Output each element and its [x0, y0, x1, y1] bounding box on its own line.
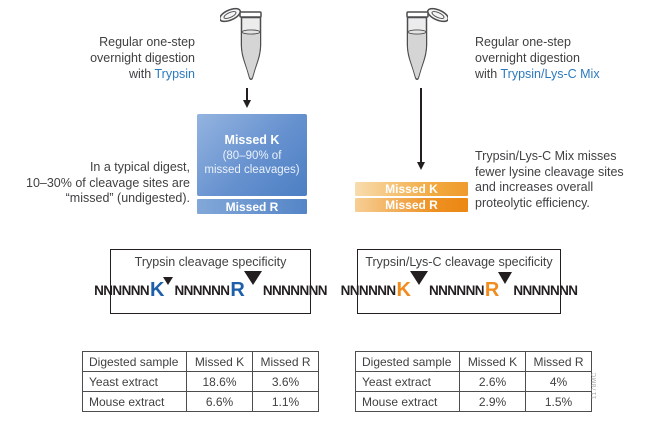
trypsin-specificity-sequence: NNNNNN K NNNNNN R NNNNNNN — [94, 271, 327, 301]
header-missed-k: Missed K — [459, 351, 526, 372]
table-row: Mouse extract 6.6% 1.1% — [82, 391, 319, 412]
table-header-row: Digested sample Missed K Missed R — [355, 351, 592, 372]
table-row: Yeast extract 2.6% 4% — [355, 371, 592, 392]
cell-missed-r: 4% — [525, 371, 592, 392]
sequence-segment: NNNNNN — [94, 283, 150, 298]
left-intro-with: with — [129, 67, 155, 81]
header-missed-r: Missed R — [525, 351, 592, 372]
missed-r-bar-orange: Missed R — [355, 198, 468, 212]
trypsin-results-table: Digested sample Missed K Missed R Yeast … — [82, 351, 319, 412]
trypsin-lysc-results-table: Digested sample Missed K Missed R Yeast … — [355, 351, 592, 412]
cell-missed-k: 18.6% — [186, 371, 253, 392]
trypsin-lysc-specificity-box: Trypsin/Lys-C cleavage specificity NNNNN… — [341, 249, 578, 314]
left-intro-line3: with Trypsin — [15, 66, 195, 82]
cell-missed-r: 1.5% — [525, 391, 592, 412]
arrow-shaft — [420, 88, 422, 162]
header-missed-r: Missed R — [252, 351, 319, 372]
left-enzyme-name: Trypsin — [154, 67, 195, 81]
trypsin-specificity-title: Trypsin cleavage specificity — [134, 255, 287, 269]
cell-sample: Mouse extract — [82, 391, 187, 412]
left-note-line1: In a typical digest, — [89, 160, 190, 174]
microcentrifuge-tube-icon — [218, 5, 268, 85]
figure-code: 1178MC — [591, 372, 598, 400]
sequence-segment: NNNNNN — [428, 283, 485, 298]
left-intro-text: Regular one-step overnight digestion wit… — [15, 34, 195, 82]
cell-sample: Mouse extract — [355, 391, 460, 412]
cleavage-arrow-icon — [409, 271, 428, 285]
right-intro-with: with — [475, 67, 501, 81]
cleavage-arrow-icon — [498, 272, 513, 284]
left-intro-line1: Regular one-step — [99, 35, 195, 49]
missed-k-title: Missed K — [224, 133, 280, 147]
arrow-head — [243, 100, 251, 108]
right-enzyme-name: Trypsin/Lys-C Mix — [500, 67, 600, 81]
lysine-residue: K — [396, 279, 411, 301]
sequence-segment: NNNNNNN — [262, 283, 328, 298]
cell-missed-r: 1.1% — [252, 391, 319, 412]
microcentrifuge-tube-icon — [400, 5, 450, 85]
missed-r-bar-blue: Missed R — [197, 199, 307, 214]
left-note-line2: 10–30% of cleavage sites are — [26, 175, 190, 190]
left-note-text: In a typical digest, 10–30% of cleavage … — [15, 160, 190, 207]
right-intro-line2: overnight digestion — [475, 51, 580, 65]
cell-sample: Yeast extract — [355, 371, 460, 392]
missed-k-bar-orange: Missed K — [355, 182, 468, 196]
arrow-head — [417, 162, 425, 170]
header-digested-sample: Digested sample — [355, 351, 460, 372]
left-note-line3: “missed” (undigested). — [65, 191, 190, 205]
sequence-segment: NNNNNN — [174, 283, 230, 298]
missed-k-box-blue: Missed K (80–90% of missed cleavages) — [197, 114, 307, 196]
sequence-segment: NNNNNN — [340, 283, 397, 298]
cell-sample: Yeast extract — [82, 371, 187, 392]
sequence-segment: NNNNNNN — [513, 283, 578, 298]
arginine-residue: R — [484, 279, 500, 301]
right-note-line2: fewer lysine cleavage sites — [475, 164, 624, 179]
right-intro-line3: with Trypsin/Lys-C Mix — [475, 66, 645, 82]
missed-k-subtitle-line1: (80–90% of — [222, 150, 282, 162]
cleavage-arrow-icon — [243, 271, 262, 285]
left-intro-line2: overnight digestion — [90, 51, 195, 65]
table-row: Mouse extract 2.9% 1.5% — [355, 391, 592, 412]
lysine-residue: K — [150, 279, 165, 301]
header-missed-k: Missed K — [186, 351, 253, 372]
down-arrow-icon — [243, 88, 251, 108]
table-row: Yeast extract 18.6% 3.6% — [82, 371, 319, 392]
arginine-residue: R — [230, 279, 245, 301]
right-note-line3: and increases overall — [475, 180, 594, 194]
cleavage-arrow-icon — [163, 277, 174, 285]
trypsin-lysc-specificity-title: Trypsin/Lys-C cleavage specificity — [365, 255, 553, 269]
arrow-shaft — [246, 88, 248, 100]
trypsin-specificity-box: Trypsin cleavage specificity NNNNNN K NN… — [94, 249, 327, 314]
right-note-line1: Trypsin/Lys-C Mix misses — [475, 149, 617, 163]
header-digested-sample: Digested sample — [82, 351, 187, 372]
cell-missed-k: 2.9% — [459, 391, 526, 412]
right-intro-text: Regular one-step overnight digestion wit… — [475, 34, 645, 82]
missed-k-subtitle-line2: missed cleavages) — [204, 164, 300, 176]
right-intro-line1: Regular one-step — [475, 35, 571, 49]
cell-missed-r: 3.6% — [252, 371, 319, 392]
trypsin-lysc-specificity-sequence: NNNNNN K NNNNNN R NNNNNNN — [341, 271, 578, 301]
cell-missed-k: 6.6% — [186, 391, 253, 412]
right-note-text: Trypsin/Lys-C Mix misses fewer lysine cl… — [475, 149, 645, 211]
down-arrow-icon — [417, 88, 425, 170]
table-header-row: Digested sample Missed K Missed R — [82, 351, 319, 372]
right-note-line4: proteolytic efficiency. — [475, 195, 590, 210]
cell-missed-k: 2.6% — [459, 371, 526, 392]
